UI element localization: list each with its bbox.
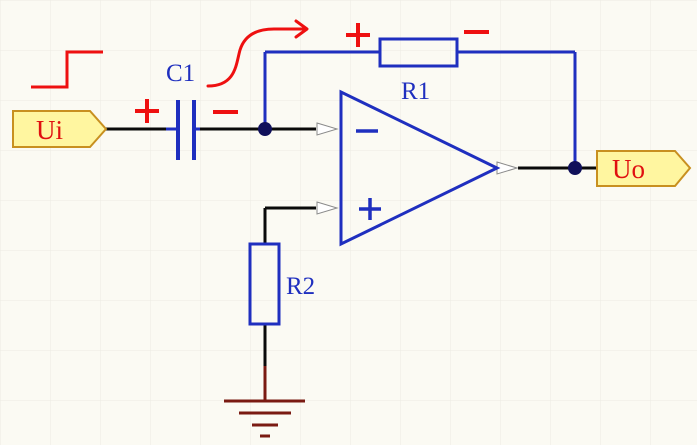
wires (106, 127, 597, 366)
output-port-label: Uo (612, 154, 645, 184)
current-flow-arrow (206, 19, 309, 88)
pin-arrow-noninverting (316, 201, 339, 215)
ground-symbol (224, 366, 305, 438)
input-port-label: Ui (36, 115, 63, 145)
input-port: Ui (12, 110, 108, 148)
feedback-path (263, 50, 577, 168)
resistor-r1 (378, 37, 459, 68)
junction-dot-output-node (568, 161, 582, 175)
output-port: Uo (596, 150, 692, 187)
pin-arrows (316, 122, 519, 215)
r1-label: R1 (401, 78, 430, 105)
c1-label: C1 (166, 60, 195, 87)
opamp-triangle (339, 89, 501, 247)
pin-arrow-inverting (316, 122, 339, 136)
resistor-r2 (248, 242, 281, 326)
r2-label: R2 (286, 273, 315, 300)
junction-dot-input-node (258, 122, 272, 136)
step-input-waveform (31, 50, 103, 89)
r1-plus-sign (346, 23, 370, 47)
capacitor-c1 (166, 100, 200, 160)
opamp-plus-sign (359, 198, 381, 220)
c1-plus-sign (135, 99, 159, 123)
